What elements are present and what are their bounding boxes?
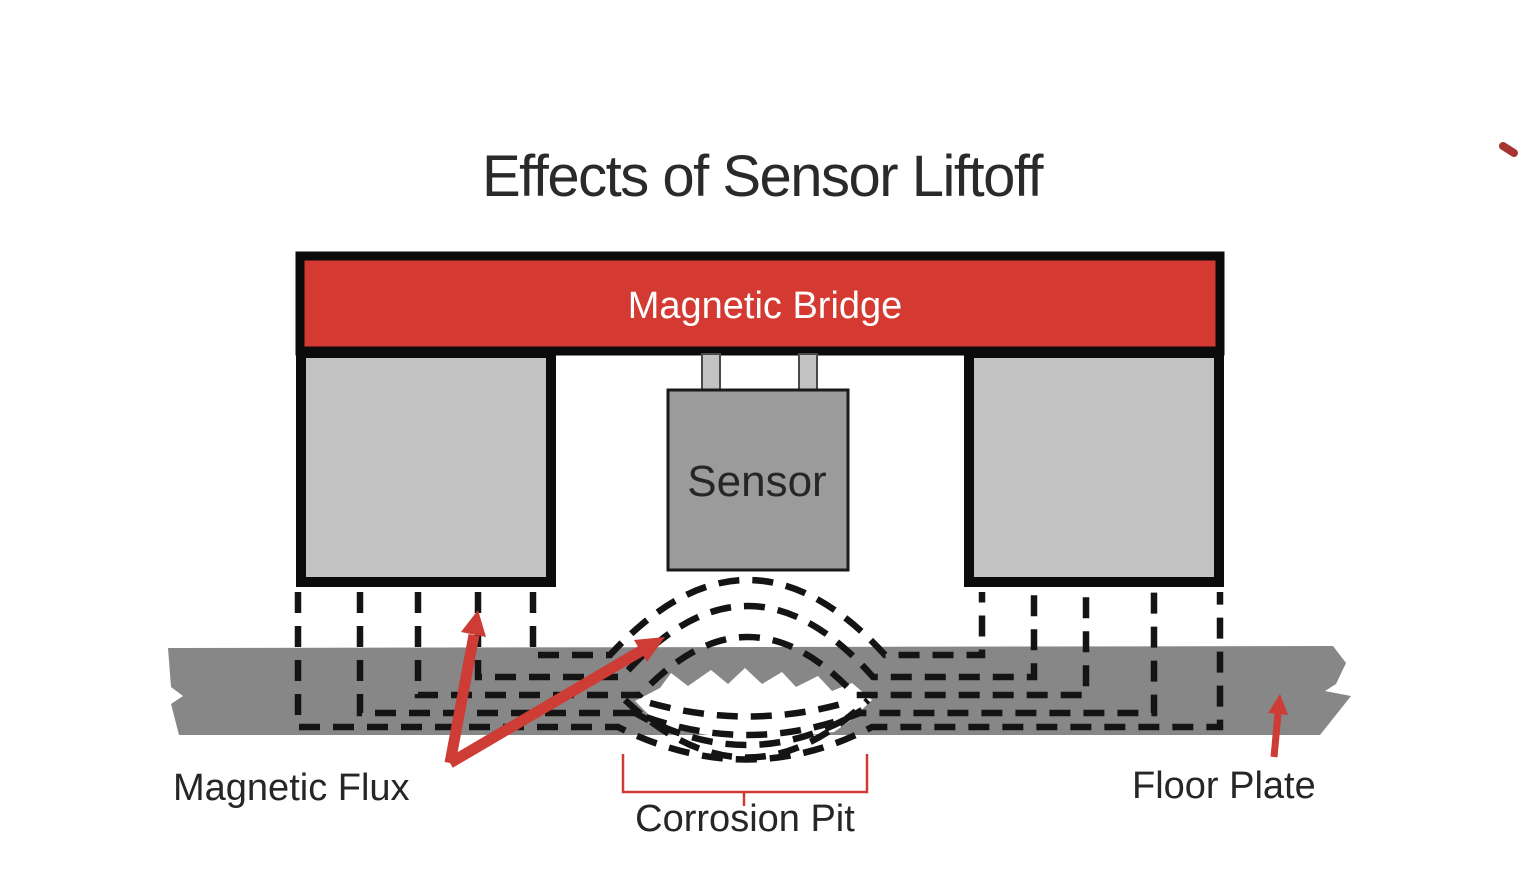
flux-arrow-line-1 xyxy=(444,633,480,765)
magnetic-bridge-label: Magnetic Bridge xyxy=(628,285,903,327)
left-pole xyxy=(296,348,556,587)
flux-arc-below-1 xyxy=(628,707,864,749)
corrosion-pit-bracket xyxy=(621,754,869,806)
magnetic-flux-arrows xyxy=(444,610,665,768)
red-pen-mark xyxy=(1499,142,1518,157)
sensor-stem-left xyxy=(701,353,721,393)
flux-arrow-line-2 xyxy=(447,646,644,768)
flux-loop-3 xyxy=(414,592,1090,699)
flux-loop-4 xyxy=(474,592,1038,681)
floor-plate-arrowhead xyxy=(1268,694,1288,715)
floor-plate-arrow-line xyxy=(1270,713,1282,758)
floor-plate-label: Floor Plate xyxy=(1132,765,1316,807)
magnetic-flux-lines xyxy=(294,576,1224,763)
magnetic-flux-label: Magnetic Flux xyxy=(173,767,410,809)
right-pole xyxy=(964,348,1224,587)
flux-arc-pit-inner xyxy=(649,699,846,720)
diagram-title: Effects of Sensor Liftoff xyxy=(482,144,1044,209)
sensor-label: Sensor xyxy=(687,457,826,506)
flux-arrowhead-1 xyxy=(461,610,486,637)
sensor-stem-right xyxy=(798,353,818,393)
flux-arc-below-2 xyxy=(622,697,871,761)
floor-plate-arrow xyxy=(1268,694,1288,758)
flux-arrowhead-2 xyxy=(634,637,665,662)
corrosion-pit-label: Corrosion Pit xyxy=(635,798,855,840)
sensor-box xyxy=(666,388,850,572)
corrosion-pit xyxy=(635,668,872,738)
magnetic-bridge xyxy=(295,251,1225,356)
